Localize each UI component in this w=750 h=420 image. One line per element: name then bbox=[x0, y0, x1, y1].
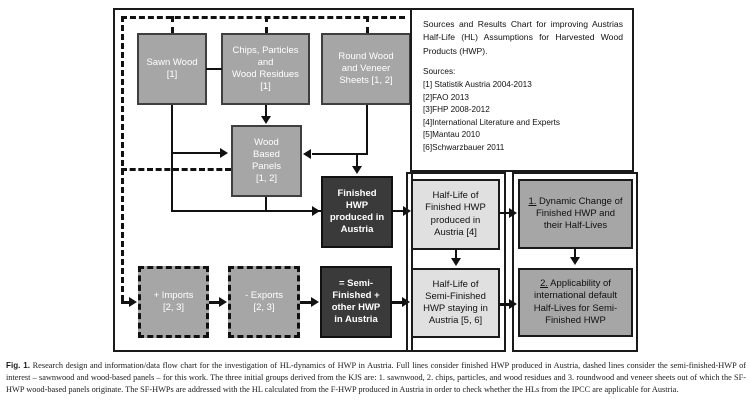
sources-panel-heading: Sources and Results Chart for improving … bbox=[423, 19, 623, 56]
dashed-hl-semi-to-result2 bbox=[500, 303, 510, 306]
link-sawn-to-chips bbox=[206, 68, 222, 70]
node-wood-based-panels-label: Wood Based Panels [1, 2] bbox=[251, 136, 282, 185]
source-item-3: [3]FHP 2008-2012 bbox=[423, 105, 490, 115]
node-result-applicability[interactable]: 2. Applicability of international defaul… bbox=[518, 268, 633, 337]
node-result-dynamic-change[interactable]: 1. Dynamic Change of Finished HWP and th… bbox=[518, 179, 633, 249]
dashed-imports-to-exports bbox=[209, 301, 220, 304]
figure-caption-text: Research design and information/data flo… bbox=[6, 361, 746, 395]
dashed-stub-sawn-wood bbox=[171, 16, 174, 33]
source-item-1: [1] Statistik Austria 2004-2013 bbox=[423, 80, 532, 90]
arrow-exports-to-semi bbox=[311, 297, 319, 307]
flow-chart-figure: Sawn Wood [1] Chips, Particles and Wood … bbox=[113, 8, 638, 352]
arrow-hl-semi-to-result2 bbox=[509, 299, 517, 309]
dashed-exports-to-semi bbox=[300, 301, 311, 304]
node-semi-finished-hwp-label: = Semi- Finished + other HWP in Austria bbox=[331, 277, 381, 326]
dashed-stub-round-wood bbox=[366, 16, 369, 33]
node-wood-based-panels[interactable]: Wood Based Panels [1, 2] bbox=[231, 125, 302, 197]
node-finished-hwp-label: Finished HWP produced in Austria bbox=[329, 187, 385, 236]
link-roundwood-down bbox=[366, 105, 368, 155]
arrow-chips-to-panels bbox=[261, 116, 271, 124]
arrow-hl-finished-to-result1 bbox=[509, 208, 517, 218]
arrow-roundwood-to-finished bbox=[352, 166, 362, 174]
node-sawn-wood-label: Sawn Wood [1] bbox=[146, 56, 198, 80]
source-item-6: [6]Schwarzbauer 2011 bbox=[423, 142, 505, 152]
dashed-top-rail bbox=[121, 16, 405, 19]
node-chips-particles-label: Chips, Particles and Wood Residues [1] bbox=[232, 44, 299, 93]
sources-panel: Sources and Results Chart for improving … bbox=[410, 8, 634, 172]
node-imports[interactable]: + Imports [2, 3] bbox=[138, 266, 209, 338]
node-imports-label: + Imports [2, 3] bbox=[153, 289, 194, 313]
result-2-text: Applicability of international default H… bbox=[533, 278, 618, 326]
source-item-4: [4]International Literature and Experts bbox=[423, 117, 560, 127]
node-sawn-wood[interactable]: Sawn Wood [1] bbox=[137, 33, 207, 105]
link-chips-to-panels bbox=[265, 105, 267, 118]
node-semi-finished-hwp[interactable]: = Semi- Finished + other HWP in Austria bbox=[320, 266, 392, 338]
link-panels-down bbox=[265, 197, 267, 212]
link-hl-finished-to-result1 bbox=[500, 212, 510, 214]
link-sawnwood-to-panels bbox=[171, 152, 221, 154]
result-2-number: 2. bbox=[540, 278, 549, 290]
node-exports[interactable]: - Exports [2, 3] bbox=[228, 266, 300, 338]
link-finished-to-hl bbox=[393, 210, 408, 212]
node-exports-label: - Exports [2, 3] bbox=[244, 289, 283, 313]
link-roundwood-to-panels bbox=[312, 153, 368, 155]
node-round-wood-label: Round Wood and Veneer Sheets [1, 2] bbox=[338, 50, 394, 87]
node-finished-hwp[interactable]: Finished HWP produced in Austria bbox=[321, 176, 393, 248]
arrow-imports-to-exports bbox=[219, 297, 227, 307]
figure-caption: Fig. 1. Research design and information/… bbox=[6, 360, 746, 396]
arrow-roundwood-to-panels bbox=[303, 149, 311, 159]
link-result1-to-result2 bbox=[574, 249, 576, 259]
source-item-2: [2]FAO 2013 bbox=[423, 92, 469, 102]
sources-panel-title: Sources: bbox=[423, 66, 456, 76]
arrow-hl-finished-to-hl-semi bbox=[451, 258, 461, 266]
source-item-5: [5]Mantau 2010 bbox=[423, 130, 480, 140]
node-halflife-finished[interactable]: Half-Life of Finished HWP produced in Au… bbox=[411, 179, 500, 250]
node-chips-particles[interactable]: Chips, Particles and Wood Residues [1] bbox=[221, 33, 310, 105]
dashed-stub-chips bbox=[265, 16, 268, 33]
sources-panel-list: [1] Statistik Austria 2004-2013 [2]FAO 2… bbox=[423, 79, 623, 154]
node-round-wood[interactable]: Round Wood and Veneer Sheets [1, 2] bbox=[321, 33, 411, 105]
dashed-left-rail bbox=[121, 16, 124, 301]
arrow-result1-to-result2 bbox=[570, 257, 580, 265]
result-1-text: Dynamic Change of Finished HWP and their… bbox=[535, 195, 623, 232]
arrow-sawnwood-to-panels bbox=[220, 148, 228, 158]
halflife-column-frame bbox=[406, 172, 506, 352]
dashed-rail-to-panels bbox=[121, 168, 231, 171]
node-halflife-finished-label: Half-Life of Finished HWP produced in Au… bbox=[425, 190, 486, 238]
node-result-dynamic-change-label: 1. Dynamic Change of Finished HWP and th… bbox=[523, 196, 628, 232]
result-1-number: 1. bbox=[528, 195, 537, 207]
figure-label: Fig. 1. bbox=[6, 361, 30, 370]
dashed-semi-to-hl bbox=[392, 301, 403, 304]
link-sawnwood-down-rail bbox=[171, 105, 173, 210]
link-roundwood-to-finished bbox=[356, 153, 358, 167]
link-hl-finished-to-hl-semi bbox=[455, 250, 457, 260]
node-halflife-semi-finished[interactable]: Half-Life of Semi-Finished HWP staying i… bbox=[411, 268, 500, 338]
dashed-rail-to-imports bbox=[121, 301, 131, 304]
arrow-into-imports bbox=[129, 297, 137, 307]
node-result-applicability-label: 2. Applicability of international defaul… bbox=[523, 278, 628, 327]
link-panels-to-finished bbox=[171, 210, 321, 212]
arrow-panels-to-finished bbox=[312, 206, 320, 216]
results-column-frame bbox=[512, 172, 638, 352]
node-halflife-semi-finished-label: Half-Life of Semi-Finished HWP staying i… bbox=[423, 278, 488, 327]
